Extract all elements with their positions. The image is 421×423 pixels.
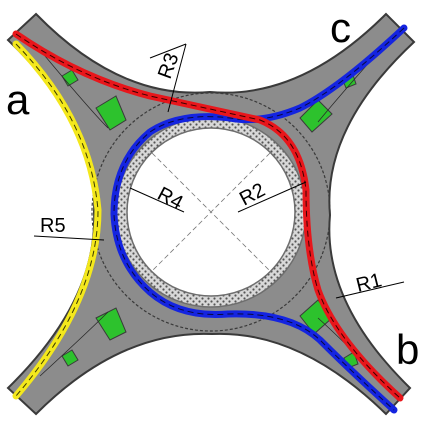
r1-dimension — [335, 281, 405, 299]
ring-outer-edge — [91, 92, 331, 332]
r3-leader — [149, 43, 187, 59]
radius-label-r5: R5 — [40, 215, 66, 237]
vehicle-path-red — [12, 30, 404, 402]
r5-dimension — [33, 235, 105, 241]
radius-label-r1: R1 — [354, 269, 384, 297]
leg-label-b: b — [396, 326, 419, 373]
radius-dimension-lines — [33, 43, 405, 299]
vehicle-path-blue-centerline — [113, 27, 405, 411]
island-diagonals — [151, 152, 271, 272]
r4-dimension — [129, 187, 185, 213]
median-northwest — [61, 69, 127, 131]
r2-dimension — [237, 181, 307, 213]
leg-label-c: c — [330, 4, 351, 51]
vehicle-path-yellow-centerline — [15, 43, 99, 397]
r3-dimension — [167, 43, 187, 113]
leg-label-a: a — [6, 76, 30, 123]
